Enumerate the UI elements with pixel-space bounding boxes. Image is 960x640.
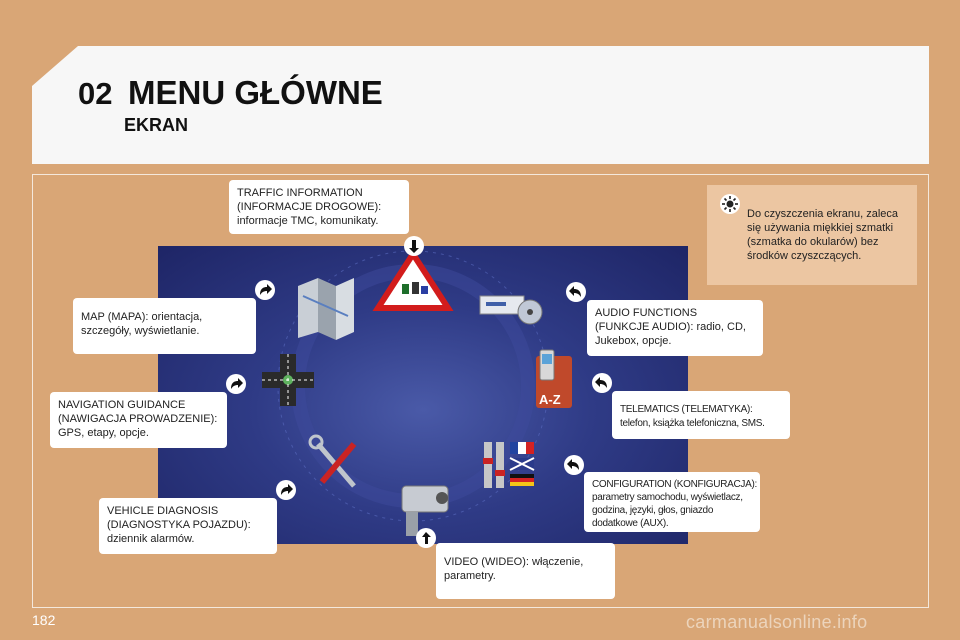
callout-line: TRAFFIC INFORMATION: [237, 187, 363, 199]
arrow-up-icon: [416, 528, 436, 548]
traffic-warning-icon: [372, 248, 454, 311]
page-title: MENU GŁÓWNE: [128, 74, 383, 111]
callout-line: godzina, języki, głos, gniazdo: [592, 505, 714, 516]
callout-audio-functions: AUDIO FUNCTIONS (FUNKCJE AUDIO): radio, …: [587, 300, 763, 356]
callout-line: Jukebox, opcje.: [595, 335, 672, 347]
callout-line: telefon, książka telefoniczna, SMS.: [620, 418, 765, 429]
tip-line: Do czyszczenia ekranu, zaleca: [747, 208, 899, 220]
callout-line: MAP (MAPA): orientacja,: [81, 311, 203, 323]
phonebook-icon: A-Z: [536, 349, 572, 408]
callout-line: dziennik alarmów.: [107, 533, 195, 545]
callout-line: CONFIGURATION (KONFIGURACJA):: [592, 479, 758, 490]
page-subtitle: EKRAN: [124, 115, 189, 135]
callout-traffic-information: TRAFFIC INFORMATION (INFORMACJE DROGOWE)…: [229, 180, 409, 234]
callout-video: VIDEO (WIDEO): włączenie, parametry.: [436, 543, 615, 599]
watermark: carmanualsonline.info: [686, 612, 868, 632]
tip-line: (szmatka do okularów) bez: [747, 236, 879, 248]
callout-navigation-guidance: NAVIGATION GUIDANCE (NAWIGACJA PROWADZEN…: [50, 392, 227, 448]
video-camera-icon: [401, 485, 449, 536]
az-label: A-Z: [539, 392, 561, 407]
arrow-curved-right-icon: [255, 280, 275, 300]
callout-map: MAP (MAPA): orientacja, szczegóły, wyświ…: [73, 298, 256, 354]
settings-flags-icon: [483, 442, 535, 488]
callout-line: parametry samochodu, wyświetlacz,: [592, 492, 743, 503]
callout-line: AUDIO FUNCTIONS: [595, 307, 698, 319]
arrow-down-icon: [404, 236, 424, 256]
callout-line: VIDEO (WIDEO): włączenie,: [444, 556, 584, 568]
crossroads-icon: [262, 354, 314, 406]
callout-line: informacje TMC, komunikaty.: [237, 215, 379, 227]
main-menu-screen: A-Z: [158, 246, 688, 544]
callout-line: NAVIGATION GUIDANCE: [58, 399, 186, 411]
callout-line: (DIAGNOSTYKA POJAZDU):: [107, 519, 251, 531]
sun-icon: [719, 193, 741, 215]
callout-line: dodatkowe (AUX).: [592, 518, 669, 529]
callout-line: (NAWIGACJA PROWADZENIE):: [58, 413, 218, 425]
callout-line: GPS, etapy, opcje.: [58, 427, 149, 439]
callout-line: VEHICLE DIAGNOSIS: [107, 505, 219, 517]
header-panel: [32, 46, 929, 164]
arrow-curved-left-icon: [564, 455, 584, 475]
tip-line: się używania miękkiej szmatki: [747, 222, 894, 234]
chapter-number: 02: [78, 76, 113, 111]
cleaning-tip-box: Do czyszczenia ekranu, zaleca się używan…: [707, 185, 917, 285]
map-icon: [298, 278, 354, 340]
arrow-curved-right-icon: [226, 374, 246, 394]
audio-icon: [479, 295, 543, 325]
tip-line: środków czyszczących.: [747, 250, 862, 262]
callout-line: (INFORMACJE DROGOWE):: [237, 201, 382, 213]
arrow-curved-left-icon: [566, 282, 586, 302]
arrow-curved-right-icon: [276, 480, 296, 500]
callout-vehicle-diagnosis: VEHICLE DIAGNOSIS (DIAGNOSTYKA POJAZDU):…: [99, 498, 277, 554]
tip-text: Do czyszczenia ekranu, zaleca się używan…: [747, 207, 898, 263]
tools-icon: [308, 434, 357, 488]
content-frame: [32, 174, 929, 608]
callout-configuration: CONFIGURATION (KONFIGURACJA): parametry …: [584, 472, 760, 532]
callout-telematics: TELEMATICS (TELEMATYKA): telefon, książk…: [612, 391, 790, 439]
callout-line: szczegóły, wyświetlanie.: [81, 325, 200, 337]
page-number: 182: [32, 612, 56, 628]
callout-line: parametry.: [444, 570, 496, 582]
callout-line: (FUNKCJE AUDIO): radio, CD,: [595, 321, 746, 333]
arrow-curved-left-icon: [592, 373, 612, 393]
callout-line: TELEMATICS (TELEMATYKA):: [620, 404, 753, 415]
